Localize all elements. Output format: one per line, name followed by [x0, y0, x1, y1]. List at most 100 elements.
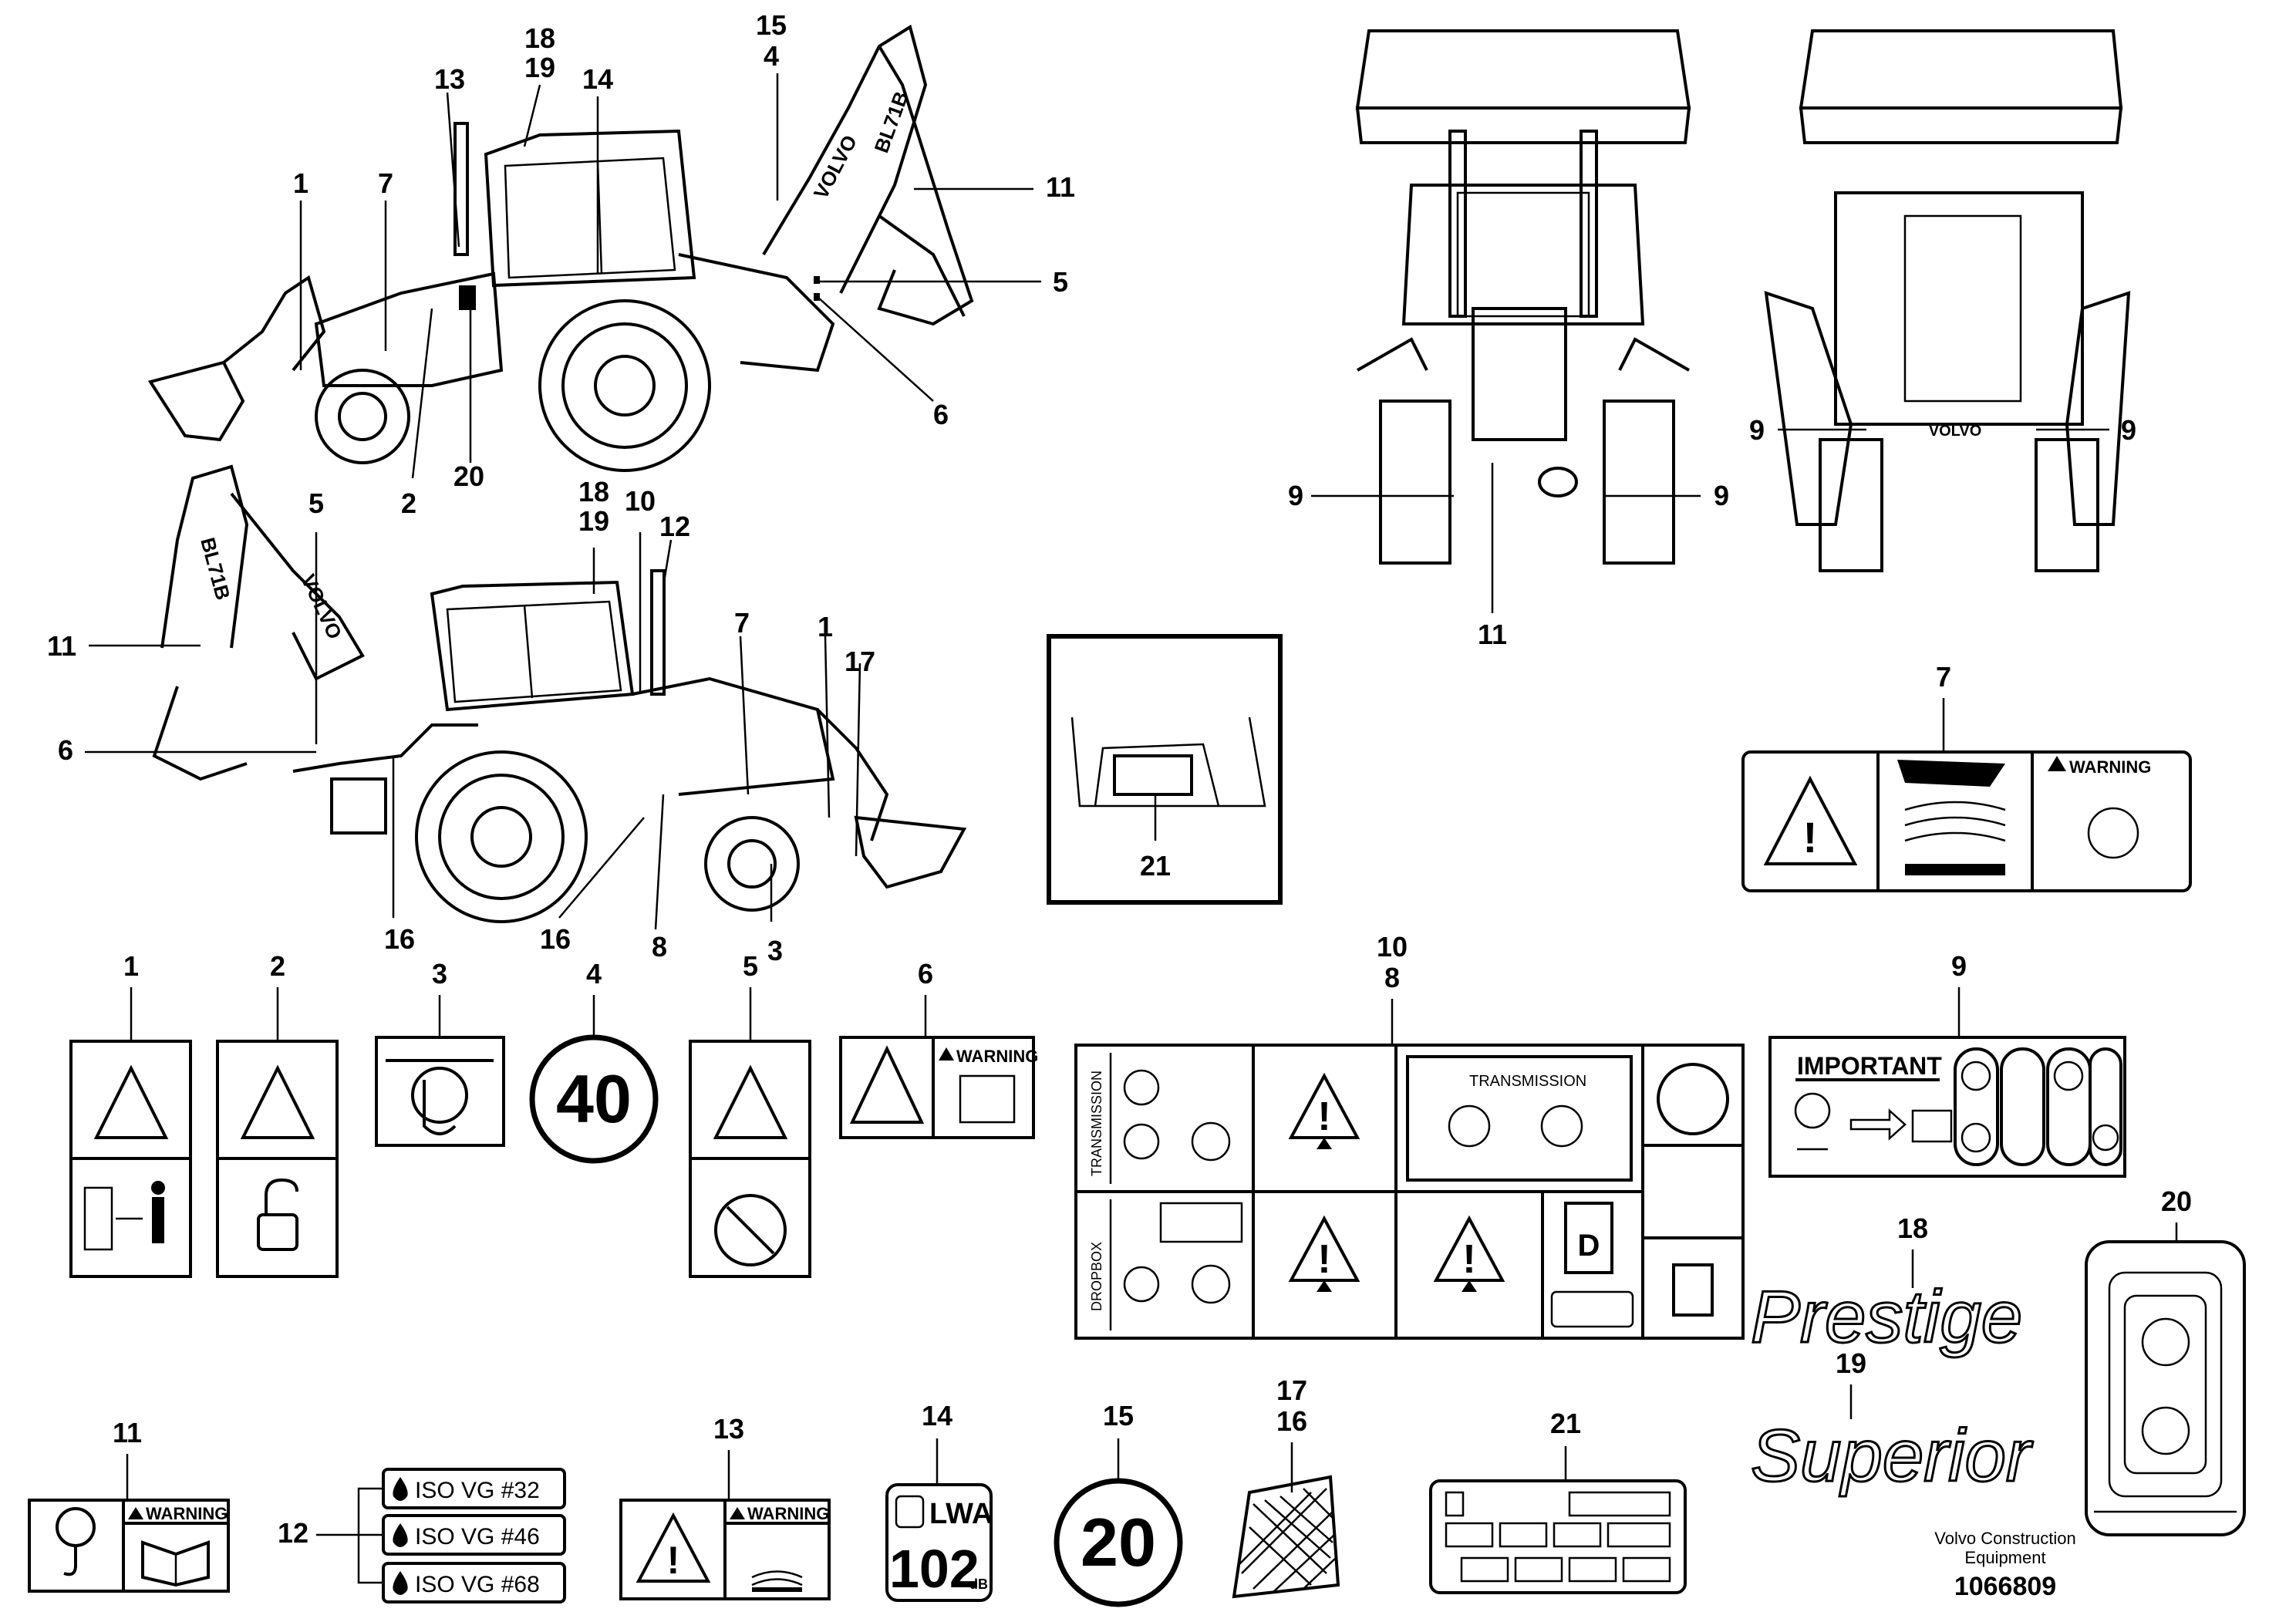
callout-1b: 1: [818, 611, 833, 642]
callout-14: 14: [582, 63, 613, 95]
callout-3: 3: [767, 935, 783, 966]
decal-10-transmission: TRANSMISSION: [1469, 1073, 1586, 1090]
callout-9c: 9: [1749, 414, 1765, 446]
decal-label-8: 8: [1384, 962, 1400, 993]
decal-2: [216, 1040, 339, 1278]
decal-14: LWA 102 dB: [885, 1483, 993, 1602]
svg-text:!: !: [1462, 1237, 1475, 1282]
callout-21: 21: [1140, 850, 1171, 882]
decal-8-transmission-vertical: TRANSMISSION: [1089, 1071, 1104, 1176]
decal-label-13: 13: [713, 1413, 744, 1445]
decal-12-oil-2: ISO VG #46: [415, 1524, 540, 1549]
callout-6: 6: [933, 399, 949, 430]
decal-12-oil-3: ISO VG #68: [415, 1572, 540, 1597]
svg-text:!: !: [667, 1539, 680, 1582]
decal-label-12: 12: [278, 1517, 308, 1549]
callout-17: 17: [845, 646, 875, 677]
callout-11: 11: [1046, 171, 1075, 203]
callout-9a: 9: [1288, 480, 1303, 511]
boom-model-text-2: BL71B: [196, 535, 234, 602]
decal-label-1: 1: [123, 950, 139, 982]
decal-20: [2085, 1240, 2246, 1536]
svg-text:!: !: [1317, 1237, 1330, 1282]
svg-text:!: !: [1317, 1094, 1330, 1139]
callout-18: 18: [524, 22, 555, 54]
callout-1: 1: [293, 167, 308, 199]
decal-21: [1429, 1479, 1687, 1594]
callout-7c: 7: [1936, 661, 1951, 693]
decal-marker-20: [459, 285, 476, 310]
decal-label-9: 9: [1951, 950, 1967, 982]
decal-label-6: 6: [918, 958, 933, 990]
rear-brand-text: VOLVO: [1929, 423, 1982, 440]
callout-7b: 7: [734, 607, 750, 639]
svg-text:!: !: [1803, 813, 1818, 862]
decal-label-21: 21: [1550, 1408, 1581, 1439]
decal-9-important: IMPORTANT: [1797, 1052, 1942, 1080]
decal-marker-5: [814, 276, 820, 284]
decal-7: ! WARNING: [1741, 750, 2192, 892]
callout-4: 4: [764, 40, 779, 72]
backhoe-side-view-left: VOLVO BL71B: [147, 24, 1041, 479]
decal-16-17: [1232, 1475, 1340, 1599]
decal-7-warning: WARNING: [2069, 757, 2151, 777]
callout-16: 16: [384, 923, 415, 955]
boom-brand-text-2: VOLVO: [297, 571, 347, 642]
decal-8-dropbox-vertical: DROPBOX: [1089, 1242, 1104, 1311]
backhoe-side-view-right: BL71B VOLVO: [85, 464, 967, 930]
callout-11b: 11: [47, 630, 76, 662]
callout-5b: 5: [308, 487, 324, 519]
footer-company: Volvo Construction: [1934, 1529, 2075, 1548]
decal-11: WARNING: [28, 1499, 230, 1593]
decal-label-20: 20: [2161, 1185, 2192, 1217]
decal-label-18: 18: [1897, 1212, 1928, 1244]
decal-label-5: 5: [743, 950, 758, 982]
footer-drawing-number: 1066809: [1954, 1572, 2056, 1601]
decal-12-oil-1: ISO VG #32: [415, 1478, 540, 1503]
decal-label-19: 19: [1836, 1347, 1866, 1379]
decal-15: 20: [1054, 1478, 1183, 1607]
callout-9b: 9: [1714, 480, 1729, 511]
decal-13-warning: WARNING: [747, 1504, 829, 1523]
callout-18b: 18: [578, 476, 609, 508]
decal-label-11: 11: [113, 1417, 142, 1448]
decal-8-10: TRANSMISSION DROPBOX ! ! ! TRANSMISSION …: [1074, 1044, 1745, 1340]
decal-18-prestige: Prestige: [1751, 1276, 2022, 1358]
decal-8-fuel-letter: D: [1578, 1229, 1600, 1263]
decal-marker-6: [814, 293, 820, 301]
decal-3: [375, 1036, 505, 1147]
decal-13: ! WARNING: [619, 1499, 831, 1600]
callout-16b: 16: [540, 923, 571, 955]
decal-5: [689, 1040, 811, 1278]
decal-label-2: 2: [270, 950, 285, 982]
decal-6-warning: WARNING: [956, 1047, 1038, 1066]
decal-label-4: 4: [586, 958, 602, 990]
callout-15: 15: [756, 9, 787, 41]
decal-label-15: 15: [1103, 1400, 1134, 1431]
decal-label-14: 14: [922, 1400, 952, 1431]
callout-12: 12: [659, 511, 690, 542]
callout-13: 13: [434, 63, 465, 95]
decal-1: [69, 1040, 192, 1278]
decal-14-db: dB: [969, 1576, 988, 1592]
decal-14-lwa: LWA: [929, 1498, 993, 1530]
backhoe-rear-view: VOLVO: [1764, 29, 2131, 572]
callout-8: 8: [652, 931, 667, 963]
callout-10: 10: [625, 485, 656, 517]
callout-7: 7: [378, 167, 393, 199]
decal-19-superior: Superior: [1751, 1415, 2034, 1497]
decal-label-3: 3: [432, 958, 447, 990]
decal-15-speed: 20: [1081, 1504, 1156, 1580]
decal-4: 40: [529, 1034, 659, 1164]
decal-6: WARNING: [839, 1036, 1038, 1139]
decal-label-17: 17: [1276, 1374, 1307, 1406]
callout-20: 20: [453, 460, 484, 492]
callout-9d: 9: [2121, 414, 2136, 446]
callout-5: 5: [1053, 266, 1068, 298]
footer-company-2: Equipment: [1964, 1548, 2045, 1567]
callout-11c: 11: [1478, 619, 1507, 650]
decal-label-16: 16: [1276, 1405, 1307, 1437]
callout-19b: 19: [578, 505, 609, 537]
decal-4-speed: 40: [556, 1061, 632, 1137]
